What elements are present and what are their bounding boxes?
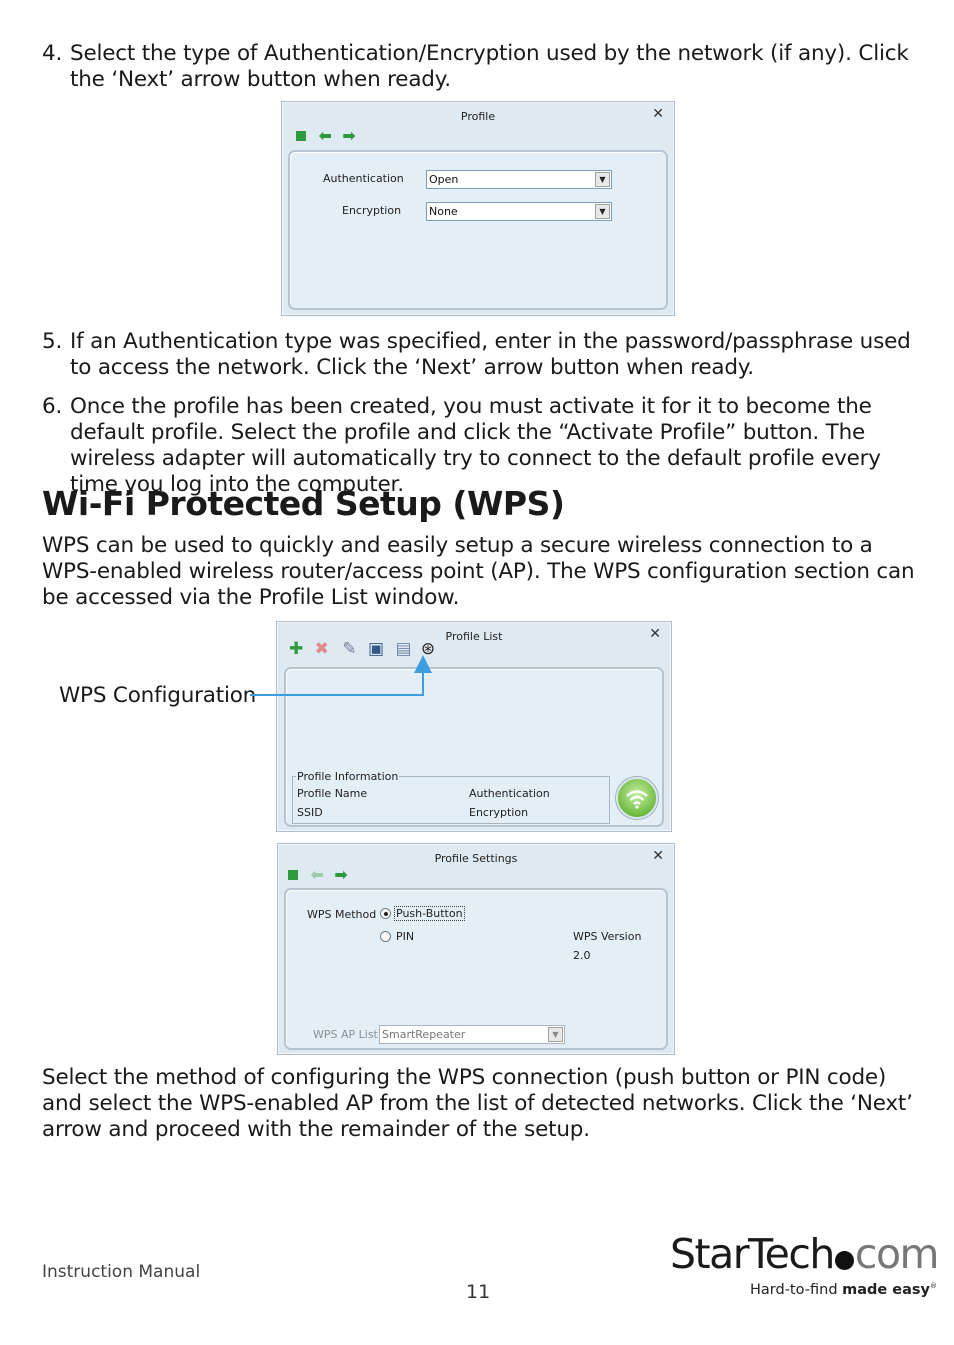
pin-radio[interactable] — [380, 931, 391, 942]
profile-information-label: Profile Information — [296, 770, 400, 783]
tagline-bold: made easy — [842, 1282, 930, 1298]
wifi-connect-button[interactable] — [616, 777, 658, 819]
startech-logo: StarTech com — [670, 1230, 940, 1278]
step-5: 5. If an Authentication type was specifi… — [42, 329, 922, 381]
logo-text-left: StarTech — [670, 1230, 835, 1278]
wps-method-label: WPS Method — [307, 908, 377, 921]
step-text: Once the profile has been created, you m… — [70, 394, 881, 497]
toolbar: ⬅ ➡ — [296, 126, 356, 145]
toolbar: ✚ ✖ ✎ ▣ ▤ ⊛ — [289, 639, 436, 659]
encryption-label: Encryption — [342, 204, 402, 217]
dialog-title: Profile Settings — [434, 852, 518, 865]
step-6: 6. Once the profile has been created, yo… — [42, 394, 922, 498]
next-arrow-icon[interactable]: ➡ — [342, 126, 356, 145]
wps-version-value: 2.0 — [573, 949, 591, 962]
ssid-label: SSID — [297, 806, 323, 819]
page-number: 11 — [466, 1281, 491, 1303]
close-icon[interactable]: ✕ — [652, 848, 664, 864]
closing-paragraph: Select the method of configuring the WPS… — [42, 1065, 913, 1142]
close-icon[interactable]: ✕ — [652, 106, 664, 122]
profile-settings-dialog: Profile Settings ✕ ⬅ ➡ WPS Method Push-B… — [277, 843, 675, 1055]
step-text: Select the type of Authentication/Encryp… — [70, 41, 909, 92]
profile-panel: Authentication Open ▼ Encryption None ▼ — [288, 150, 668, 310]
wps-version-label: WPS Version — [573, 930, 642, 943]
authentication-label: Authentication — [323, 172, 404, 185]
step-number: 6. — [42, 394, 63, 419]
wps-intro: WPS can be used to quickly and easily se… — [42, 533, 915, 610]
wifi-icon — [626, 790, 648, 809]
footer-manual-label: Instruction Manual — [42, 1262, 201, 1282]
push-button-radio[interactable] — [380, 908, 391, 919]
edit-icon[interactable]: ✎ — [342, 639, 357, 659]
chevron-down-icon[interactable]: ▼ — [595, 172, 610, 187]
back-arrow-icon[interactable]: ⬅ — [318, 126, 332, 145]
dialog-title: Profile — [460, 110, 496, 123]
add-icon[interactable]: ✚ — [289, 639, 304, 659]
dialog-title: Profile List — [445, 630, 503, 643]
next-arrow-icon[interactable]: ➡ — [334, 865, 348, 884]
encryption-label: Encryption — [469, 806, 529, 819]
wps-icon[interactable]: ⊛ — [420, 639, 436, 659]
authentication-select[interactable]: Open ▼ — [426, 170, 612, 189]
chevron-down-icon[interactable]: ▼ — [595, 204, 610, 219]
profile-list-panel: Profile Information Profile Name SSID Au… — [284, 667, 664, 827]
stop-icon[interactable] — [288, 870, 298, 880]
step-number: 5. — [42, 329, 63, 354]
push-button-label[interactable]: Push-Button — [394, 906, 465, 921]
stop-icon[interactable] — [296, 131, 306, 141]
encryption-select[interactable]: None ▼ — [426, 202, 612, 221]
tagline-mark: ® — [930, 1282, 937, 1291]
authentication-value: Open — [429, 173, 459, 186]
profile-name-label: Profile Name — [297, 787, 368, 800]
step-text: If an Authentication type was specified,… — [70, 329, 911, 380]
tagline-light: Hard-to-find — [750, 1282, 843, 1298]
profile-list-dialog: Profile List ✕ ✚ ✖ ✎ ▣ ▤ ⊛ Profile Infor… — [276, 621, 672, 832]
step-number: 4. — [42, 41, 63, 66]
section-title: Wi-Fi Protected Setup (WPS) — [42, 484, 565, 523]
authentication-label: Authentication — [469, 787, 550, 800]
delete-icon[interactable]: ✖ — [314, 639, 329, 659]
pin-label[interactable]: PIN — [396, 930, 415, 943]
wps-ap-list-value: SmartRepeater — [382, 1028, 466, 1041]
logo-dot — [834, 1251, 854, 1270]
wps-ap-list-label: WPS AP List — [313, 1028, 378, 1041]
copy-icon[interactable]: ▣ — [367, 639, 385, 659]
encryption-value: None — [429, 205, 458, 218]
profile-information-group — [292, 776, 610, 824]
wps-ap-list-select[interactable]: SmartRepeater ▼ — [379, 1025, 565, 1044]
profile-settings-panel: WPS Method Push-Button PIN WPS Version 2… — [284, 888, 668, 1050]
activate-icon[interactable]: ▤ — [395, 639, 412, 659]
back-arrow-icon[interactable]: ⬅ — [310, 865, 324, 884]
logo-tagline: Hard-to-find made easy® — [750, 1282, 937, 1298]
wps-configuration-callout: WPS Configuration — [59, 683, 257, 708]
chevron-down-icon[interactable]: ▼ — [548, 1027, 563, 1042]
logo-text-right: com — [854, 1230, 940, 1278]
profile-dialog: Profile ✕ ⬅ ➡ Authentication Open ▼ Encr… — [281, 101, 675, 316]
step-4: 4. Select the type of Authentication/Enc… — [42, 41, 922, 93]
toolbar: ⬅ ➡ — [288, 865, 348, 884]
close-icon[interactable]: ✕ — [649, 626, 661, 642]
